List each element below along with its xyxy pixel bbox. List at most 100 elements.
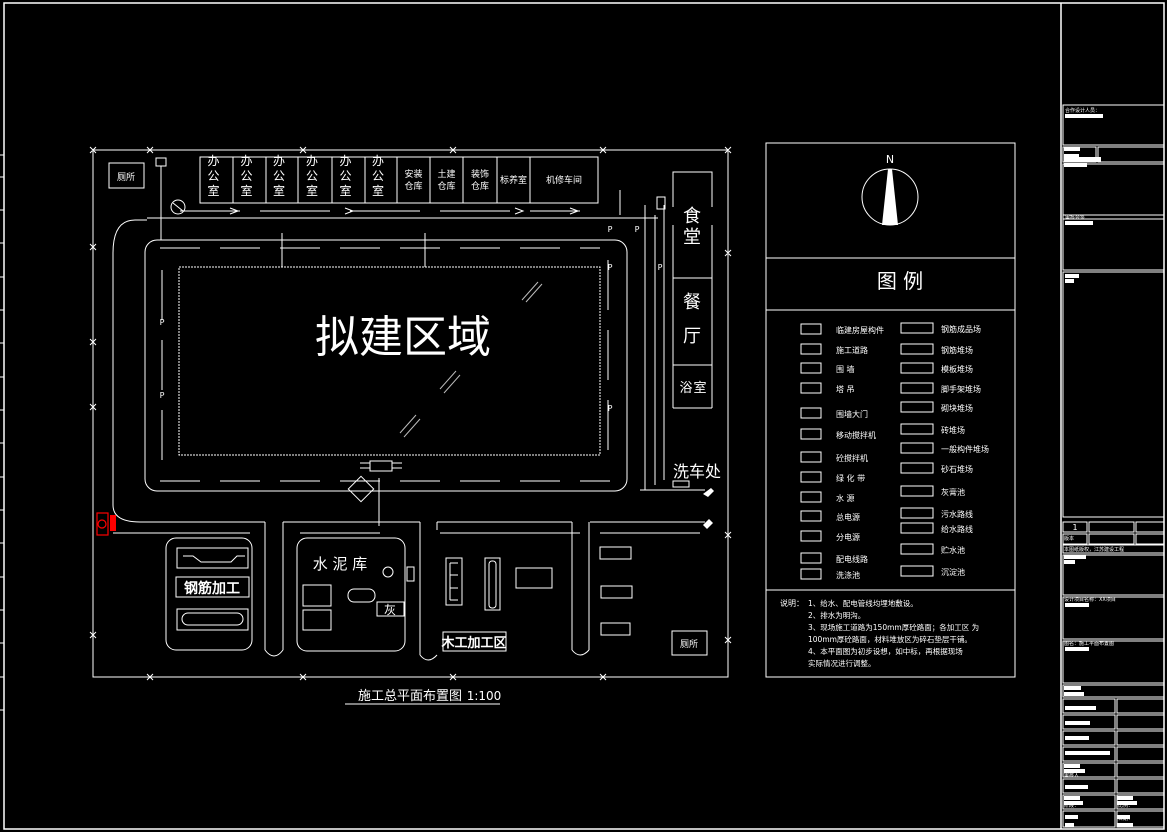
bottom-road	[140, 521, 700, 661]
legend-symbol-icon	[800, 407, 822, 419]
building-label: 公	[339, 169, 351, 183]
note-line: 4、本平面图为初步设想，如中标，再根据现场	[808, 646, 963, 656]
title-block-bars	[1064, 114, 1137, 827]
legend-item-label: 脚手架堆场	[941, 384, 981, 394]
building-label: 公	[372, 169, 384, 183]
building-label: 室	[339, 183, 351, 198]
legend-symbol-icon	[800, 382, 822, 394]
stage-label: 阶段：	[1064, 802, 1079, 809]
building-label: 安装	[404, 168, 422, 180]
wall-x-marks	[89, 146, 732, 681]
outer-frame	[3, 2, 1165, 830]
drain-label-p: P	[608, 225, 613, 234]
drain-label-p: P	[160, 391, 165, 400]
building-label: 仓库	[404, 180, 422, 192]
wood-area-label: 木工加工区	[440, 635, 506, 651]
water-tank-icon	[382, 566, 394, 578]
building-label: 公	[273, 169, 285, 183]
legend-symbol-icon	[900, 485, 934, 497]
top-road	[112, 207, 658, 523]
date-label: 日期：	[1118, 816, 1133, 822]
legend-item-label: 贮水池	[941, 545, 965, 555]
building-label: 办	[273, 153, 285, 168]
legend-item-label: 洗涤池	[836, 570, 860, 580]
drawing-scale: 1:100	[467, 689, 502, 703]
legend-item-label: 模板堆场	[941, 364, 973, 374]
notes: 说明： 1、给水、配电管线均埋地敷设。 2、排水为明沟。 3、现场施工道路为150mm…	[780, 598, 979, 668]
designer-label: 合作设计人员：	[1065, 107, 1100, 114]
legend-item-label: 一般构件堆场	[941, 444, 989, 454]
notes-label: 说明：	[780, 598, 804, 608]
legend-symbol-icon	[900, 362, 934, 374]
legend-item-label: 给水路线	[941, 524, 973, 534]
legend-symbol-icon	[800, 510, 822, 522]
top-buildings	[199, 156, 599, 204]
legend-item-label: 围 墙	[836, 364, 855, 374]
compass-needle	[882, 169, 898, 225]
building-label: 办	[207, 153, 219, 168]
legend-symbol-icon	[800, 552, 822, 564]
legend-item-label: 砂石堆场	[941, 464, 973, 474]
legend-item-label: 配电线路	[836, 554, 868, 564]
gravel-pile-1	[302, 584, 332, 607]
note-line: 1、给水、配电管线均埋地敷设。	[808, 598, 918, 608]
building-label: 公	[207, 169, 219, 183]
legend-item-label: 绿 化 带	[836, 473, 865, 483]
gate-light-icon-2	[703, 519, 713, 529]
legend-symbol-icon	[900, 565, 934, 577]
gravel-pile-2	[302, 609, 332, 631]
scaffold-yard	[484, 557, 501, 611]
building-label: 土建	[437, 168, 455, 180]
legend-symbol-icon	[900, 401, 934, 413]
legend-item-label: 砼搅拌机	[836, 453, 868, 463]
building-label: 室	[306, 183, 318, 198]
building-label: 标养室	[500, 174, 527, 186]
building-label: 仓库	[437, 180, 455, 192]
legend-symbol-icon	[900, 423, 934, 435]
legend-item-label: 施工道路	[836, 345, 868, 355]
inner-road	[144, 239, 628, 492]
legend-item-label: 钢筋成品场	[941, 324, 981, 334]
building-label: 室	[273, 183, 285, 198]
rebar-processing-box	[175, 576, 250, 598]
building-label: 室	[207, 183, 219, 198]
formwork-yard	[445, 557, 463, 606]
legend-item-label: 污水路线	[941, 509, 973, 519]
car-wash-label: 洗车处	[673, 462, 721, 481]
legend-symbol-icon	[800, 323, 822, 335]
legend-symbol-icon	[900, 462, 934, 474]
cement-area	[296, 537, 406, 652]
note-line: 2、排水为明沟。	[808, 610, 865, 620]
checked-by-label: 审核人	[1064, 772, 1079, 779]
review-label: 审核会签	[1065, 214, 1085, 221]
note-line: 实际情况进行调整。	[808, 658, 876, 668]
legend-item-label: 砌块堆场	[941, 403, 973, 413]
cement-label: 水 泥 库	[313, 555, 368, 573]
wash-basin	[672, 480, 690, 488]
rebar-label: 钢筋加工	[184, 580, 240, 597]
legend-symbol-icon	[900, 343, 934, 355]
legend-symbol-icon	[800, 428, 822, 440]
toilet-bottom-right	[671, 630, 708, 656]
drain-label-p: P	[608, 263, 613, 272]
legend-symbol-icon	[900, 507, 934, 519]
legend-item-label: 总电源	[836, 512, 860, 522]
drain-lines	[160, 233, 610, 482]
legend-symbol-icon	[800, 451, 822, 463]
lime-label: 灰	[384, 603, 396, 617]
legend-symbol-icon	[800, 343, 822, 355]
building-label: 机修车间	[546, 174, 582, 186]
building-label: 办	[240, 153, 252, 168]
note-line: 3、现场施工道路为150mm厚砼路面；各加工区 为	[808, 622, 979, 632]
right-buildings	[672, 171, 713, 409]
mixer-drum	[347, 588, 376, 603]
main-area-label: 拟建区域	[315, 312, 491, 363]
legend-item-label: 移动搅拌机	[836, 430, 876, 440]
drawing-name-label: 图名：施工平面布置图	[1064, 640, 1114, 647]
legend-item-label: 围墙大门	[836, 409, 868, 419]
legend-symbol-icon	[800, 568, 822, 580]
water-source-icon	[170, 199, 186, 215]
legend-symbol-icon	[900, 543, 934, 555]
